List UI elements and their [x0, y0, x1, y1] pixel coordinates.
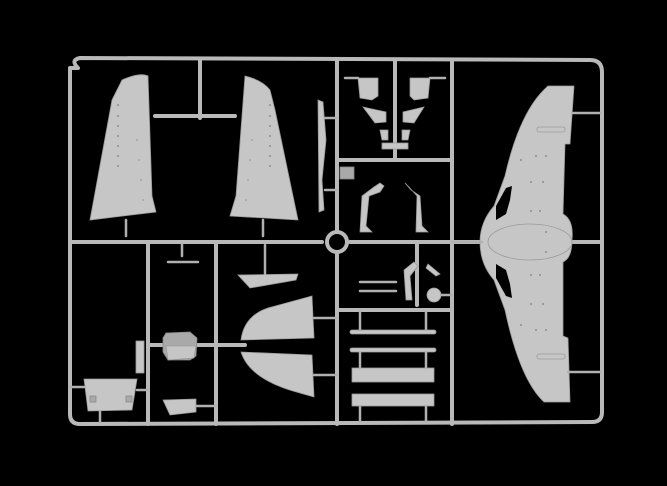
- sprue-ring: [325, 230, 349, 254]
- floor-plate: [68, 378, 150, 424]
- flaps: [349, 310, 437, 424]
- cockpit-tub: [162, 331, 198, 361]
- tailwheel-assembly: [358, 261, 454, 303]
- tailwheel: [426, 287, 442, 303]
- horizontal-stabilizers: [237, 243, 339, 398]
- instrument-panel: [135, 340, 145, 374]
- small-bracket: [162, 398, 218, 416]
- rudder-left: [89, 74, 157, 238]
- outer-runner-frame: [68, 56, 604, 426]
- fuselage-strip: [317, 99, 327, 213]
- rudder-right: [229, 75, 299, 238]
- wing-lower: [450, 85, 602, 403]
- pitot-pin: [166, 242, 200, 264]
- main-gear-struts: [339, 166, 429, 233]
- landing-gear-doors: [343, 76, 447, 150]
